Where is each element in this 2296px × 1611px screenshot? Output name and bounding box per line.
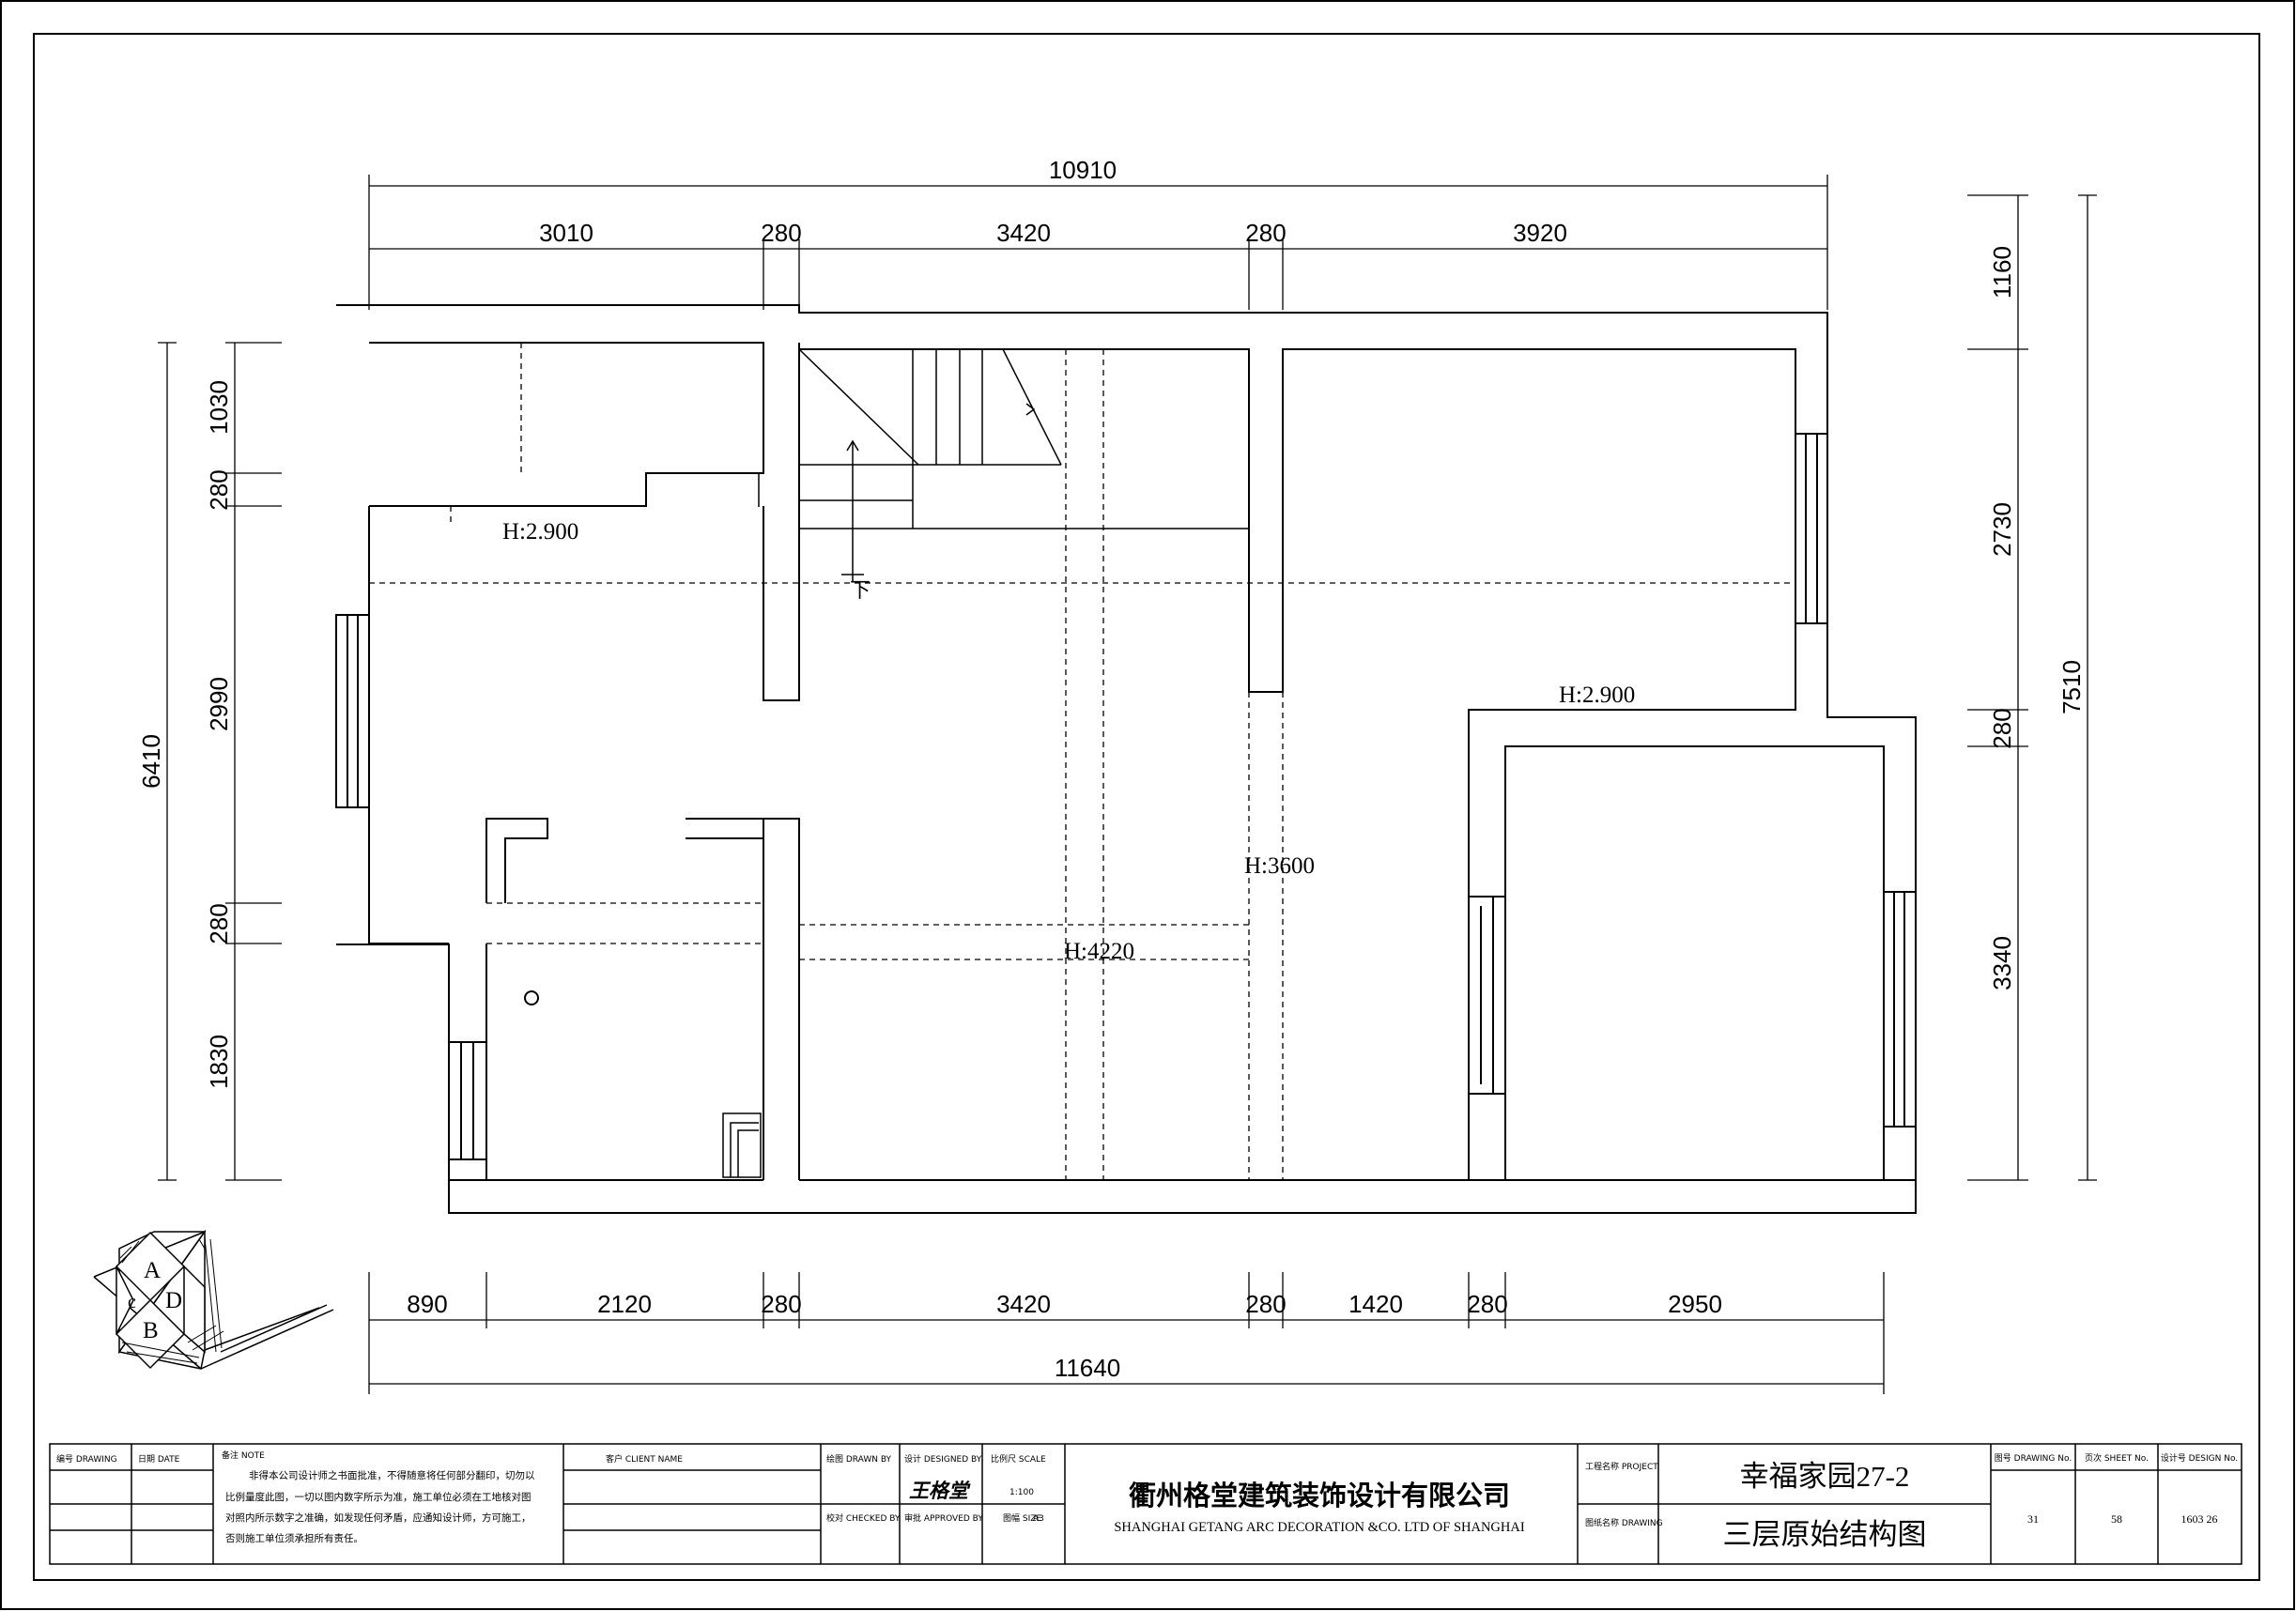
dim-top-seg-5: 3920	[1513, 219, 1567, 247]
dim-left-total: 6410	[137, 734, 165, 789]
tb-drawing-number-label: 图号 DRAWING No.	[1995, 1453, 2072, 1464]
dim-bottom-seg-3: 280	[761, 1290, 801, 1318]
tb-signature: 王格堂	[909, 1479, 971, 1502]
dim-top-seg-1: 3010	[539, 219, 593, 247]
tb-project-label: 工程名称 PROJECT	[1585, 1461, 1658, 1472]
dim-bottom-seg-2: 2120	[597, 1290, 652, 1318]
wall-center-partition	[763, 818, 800, 1180]
tb-client-label: 客户 CLIENT NAME	[606, 1453, 683, 1465]
floor-plan	[335, 304, 1917, 1214]
outer-wall	[336, 304, 1917, 1214]
dim-right-seg-3: 280	[1988, 708, 2016, 748]
title-block	[49, 1443, 2242, 1565]
dim-top-seg-2: 280	[761, 219, 801, 247]
dim-bottom-seg-1: 890	[407, 1290, 447, 1318]
tb-project-name: 幸福家园27-2	[1740, 1460, 1910, 1493]
drawing-frame	[33, 33, 2260, 1581]
wall-upper-right-inner	[799, 348, 1916, 1181]
wall-bathroom-stub	[686, 818, 764, 839]
tb-scale-value: 1:100	[1009, 1488, 1034, 1497]
tb-remarks-label: 备注 NOTE	[222, 1450, 265, 1461]
index-label-c: c	[128, 1292, 136, 1312]
tb-designer-label: 设计 DESIGNED BY	[904, 1453, 982, 1465]
dim-top-seg-3: 3420	[996, 219, 1051, 247]
height-label-upper-left: H:2.900	[502, 519, 578, 545]
dimension-lines	[158, 175, 2097, 1394]
pipe-shaft	[722, 1112, 762, 1178]
wall-bathroom-inner	[485, 818, 548, 903]
dim-right-seg-4: 3340	[1988, 936, 2016, 990]
tb-sheet-no-label: 页次 SHEET No.	[2085, 1452, 2149, 1464]
height-label-right-room: H:2.900	[1559, 683, 1635, 708]
dimension-texts: 10910 3010 280 3420 280 3920 890 2120 28…	[137, 156, 2086, 1382]
dim-top-seg-4: 280	[1245, 219, 1286, 247]
dim-right-total: 7510	[2057, 660, 2086, 714]
height-label-corridor: H:3600	[1244, 853, 1315, 879]
window-lower-right	[1883, 891, 1917, 1128]
dim-bottom-seg-8: 2950	[1668, 1290, 1722, 1318]
dim-bottom-total: 11640	[1055, 1354, 1120, 1382]
tb-note-line-4: 否则施工单位须承担所有责任。	[225, 1532, 363, 1544]
window-right-room-left	[1468, 896, 1506, 1095]
tb-drawing-name-label: 图纸名称 DRAWING	[1585, 1517, 1663, 1528]
tb-approved-label: 审批 APPROVED BY	[904, 1512, 983, 1524]
tb-design-no: 1603 26	[2181, 1512, 2218, 1526]
dim-bottom-seg-6: 1420	[1348, 1290, 1403, 1318]
tb-scale-label: 比例尺 SCALE	[991, 1453, 1046, 1465]
index-label-d: D	[165, 1288, 182, 1313]
tb-size-value: A3	[1033, 1514, 1044, 1524]
stair-direction-label: 下	[850, 578, 871, 602]
window-lower-left	[448, 1041, 487, 1160]
dim-top-total: 10910	[1049, 156, 1117, 184]
wall-bathroom	[449, 944, 487, 1181]
dim-right-seg-1: 1160	[1988, 246, 2016, 299]
dim-left-seg-4: 280	[205, 903, 233, 944]
tb-company-cn: 衢州格堂建筑装饰设计有限公司	[1129, 1480, 1510, 1511]
index-label-a: A	[144, 1258, 161, 1283]
tb-drawing-title: 三层原始结构图	[1723, 1518, 1927, 1551]
tb-note-line-2: 比例量度此图，一切以图内数字所示为准，施工单位必须在工地核对图	[225, 1491, 532, 1503]
tb-drawn-label: 绘图 DRAWN BY	[826, 1453, 892, 1465]
tb-company-en: SHANGHAI GETANG ARC DECORATION &CO. LTD …	[1114, 1520, 1525, 1535]
hatch-pattern	[119, 1236, 224, 1364]
beam-lines	[369, 343, 1795, 1180]
height-label-center: H:4220	[1064, 939, 1134, 964]
dim-bottom-seg-5: 280	[1245, 1290, 1286, 1318]
index-label-b: B	[143, 1318, 159, 1343]
section-index-symbol	[93, 1229, 334, 1370]
dim-left-seg-1: 1030	[205, 380, 233, 435]
dim-left-seg-5: 1830	[205, 1035, 233, 1089]
floor-drain	[524, 990, 539, 1005]
dim-right-seg-2: 2730	[1988, 502, 2016, 557]
wall-left-inner	[368, 506, 449, 944]
window-upper-right	[1795, 433, 1828, 624]
dim-left-seg-3: 2990	[205, 677, 233, 731]
tb-drawing-no-label: 编号 DRAWING	[56, 1453, 117, 1465]
tb-date-label: 日期 DATE	[138, 1454, 180, 1465]
wall-left-inner-2	[763, 343, 800, 701]
staircase	[758, 348, 1249, 582]
dim-bottom-seg-7: 280	[1467, 1290, 1507, 1318]
tb-note-line-3: 对照内所示数字之准确，如发现任何矛盾，应通知设计师，方可施工，	[225, 1511, 532, 1524]
window-left	[335, 614, 370, 808]
tb-sheet-no: 58	[2111, 1512, 2122, 1526]
tb-note-line-1: 非得本公司设计师之书面批准，不得随意将任何部分翻印，切勿以	[249, 1469, 535, 1481]
wall-upper-left-room	[369, 342, 764, 507]
dim-left-seg-2: 280	[205, 469, 233, 510]
dim-bottom-seg-4: 3420	[996, 1290, 1051, 1318]
tb-design-no-label: 设计号 DESIGN No.	[2161, 1452, 2238, 1464]
tb-checked-label: 校对 CHECKED BY	[826, 1512, 901, 1524]
tb-size-label: 图幅 SIZE	[1003, 1512, 1041, 1524]
title-block-texts: 编号 DRAWING 日期 DATE 备注 NOTE 非得本公司设计师之书面批准…	[56, 1450, 2238, 1551]
tb-drawing-number: 31	[2027, 1512, 2039, 1526]
